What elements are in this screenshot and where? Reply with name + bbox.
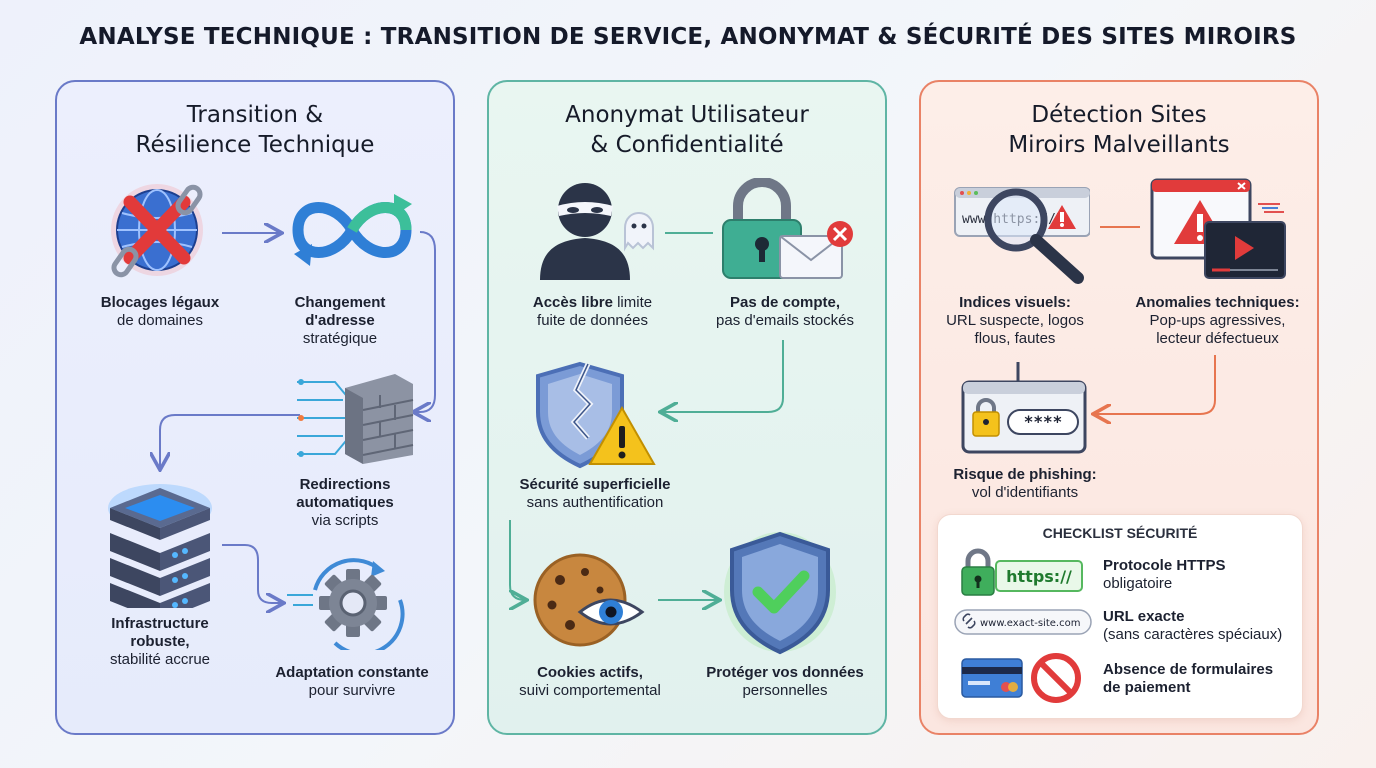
- checklist-item-https: Protocole HTTPS obligatoire: [1103, 557, 1226, 592]
- item-anomalies: Anomalies techniques: Pop-ups agressives…: [1135, 294, 1300, 347]
- magnifier-url-icon: www.https://b: [954, 187, 1090, 284]
- item-acces: Accès libre limite fuite de données: [532, 294, 653, 329]
- checklist-title: CHECKLIST SÉCURITÉ: [1042, 525, 1198, 541]
- lock-email-icon: [722, 178, 853, 279]
- firewall-icon: [297, 374, 414, 464]
- security-checklist: CHECKLIST SÉCURITÉ https:// Protocole HT…: [937, 514, 1303, 719]
- https-lock-icon: https://: [961, 548, 1083, 596]
- item-blocages: Blocages légaux de domaines: [100, 294, 220, 329]
- checklist-item-url: URL exacte (sans caractères spéciaux): [1103, 608, 1283, 643]
- server-stack-icon: [108, 484, 212, 608]
- item-compte: Pas de compte, pas d'emails stockés: [716, 294, 854, 329]
- gear-cycle-icon: [287, 558, 405, 650]
- check-shield-icon: [724, 531, 836, 655]
- infinity-arrows-icon: [292, 194, 412, 266]
- panel-title-anonymat: Anonymat Utilisateur & Confidentialité: [565, 102, 809, 158]
- item-securite: Sécurité superficielle sans authentifica…: [519, 476, 671, 511]
- panel-title-detection: Détection Sites Miroirs Malveillants: [1008, 102, 1230, 158]
- item-redirections: Redirections automatiques via scripts: [296, 476, 394, 529]
- broken-globe-icon: [111, 184, 203, 278]
- cracked-shield-icon: [536, 361, 656, 469]
- checklist-item-payment: Absence de formulaires de paiement: [1103, 661, 1274, 696]
- link-icon: www.exact-site.com: [954, 609, 1092, 635]
- no-credit-card-icon: [961, 653, 1081, 703]
- cookie-eye-icon: [533, 553, 645, 647]
- panel-title-transition: Transition & Résilience Technique: [135, 102, 375, 158]
- masked-user-icon: [540, 183, 654, 280]
- https-badge-text: https://: [1006, 567, 1072, 586]
- item-changement: Changement d'adresse stratégique: [294, 294, 386, 347]
- item-cookies: Cookies actifs, suivi comportemental: [519, 664, 661, 699]
- warning-popup-icon: [1150, 178, 1286, 279]
- item-adaptation: Adaptation constante pour survivre: [275, 664, 429, 699]
- item-indices: Indices visuels: URL suspecte, logos flo…: [946, 294, 1084, 347]
- item-infrastructure: Infrastructure robuste, stabilité accrue: [109, 615, 211, 668]
- phishing-hook-icon: ****: [961, 362, 1087, 454]
- exact-url-text: www.exact-site.com: [980, 618, 1080, 629]
- password-mask-text: ****: [1024, 412, 1063, 431]
- item-phishing: Risque de phishing: vol d'identifiants: [953, 466, 1097, 501]
- item-proteger: Protéger vos données personnelles: [706, 664, 864, 699]
- page-title: ANALYSE TECHNIQUE : TRANSITION DE SERVIC…: [79, 24, 1297, 50]
